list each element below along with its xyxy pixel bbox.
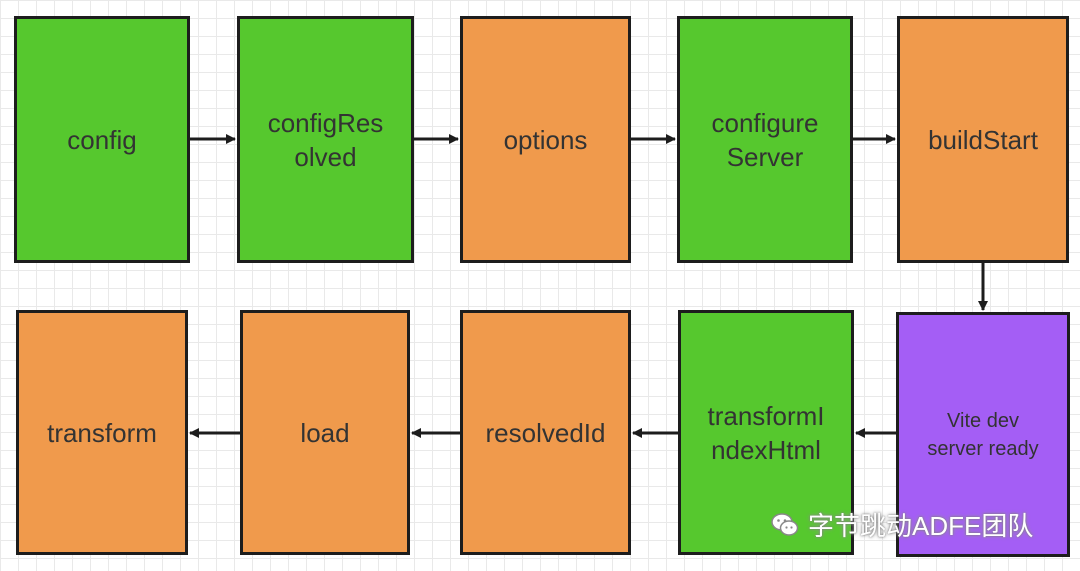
node-label: config <box>67 124 137 155</box>
node-label: Vite dev server ready <box>927 409 1039 460</box>
watermark-text: 字节跳动ADFE团队 <box>808 511 1034 541</box>
node-load: load <box>240 310 410 555</box>
node-label: transformI ndexHtml <box>707 400 825 465</box>
watermark: 字节跳动ADFE团队 <box>770 506 1033 543</box>
node-label: load <box>300 417 350 448</box>
node-resolvedId: resolvedId <box>460 310 631 555</box>
node-buildStart: buildStart <box>897 16 1069 263</box>
node-transform: transform <box>16 310 188 555</box>
node-viteDevServerReady: Vite dev server ready <box>896 312 1070 557</box>
node-transformIndexHtml: transformI ndexHtml <box>678 310 854 555</box>
node-label: buildStart <box>928 124 1038 155</box>
node-label: resolvedId <box>485 417 606 448</box>
wechat-icon <box>771 512 799 536</box>
node-configResolved: configRes olved <box>237 16 414 263</box>
node-label: configure Server <box>711 107 819 172</box>
node-label: configRes olved <box>267 107 384 172</box>
node-options: options <box>460 16 631 263</box>
node-label: transform <box>47 417 157 448</box>
node-configureServer: configure Server <box>677 16 853 263</box>
node-label: options <box>503 124 588 155</box>
node-config: config <box>14 16 190 263</box>
